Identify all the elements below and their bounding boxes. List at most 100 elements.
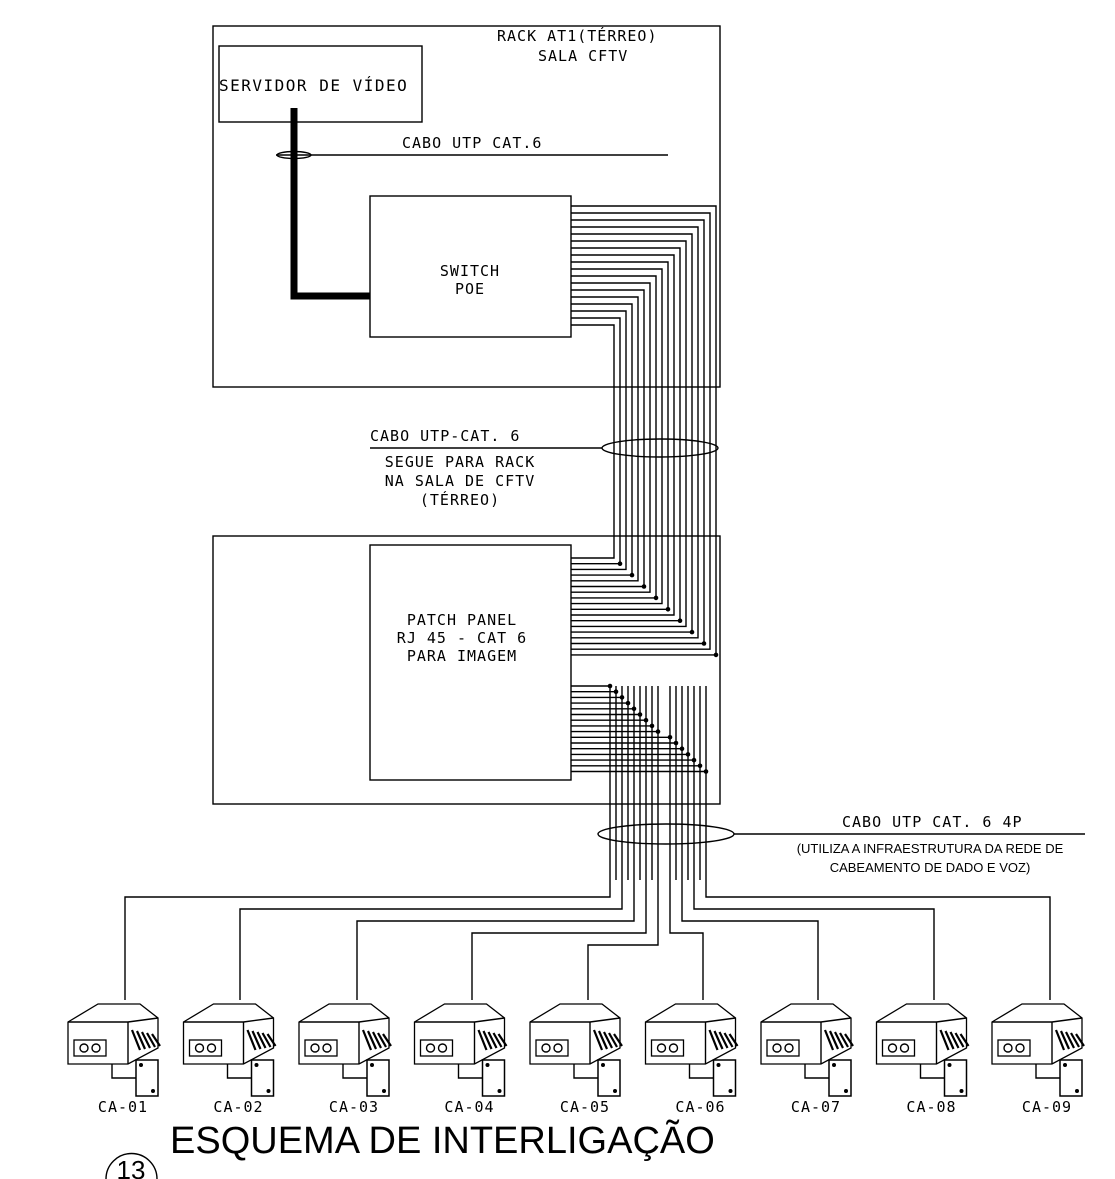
camera-lens-plate [535, 1039, 569, 1057]
camera-lens-plate [304, 1039, 338, 1057]
camera-vent [844, 1033, 854, 1047]
camera-vent [141, 1031, 151, 1049]
switch-patch-wire [571, 289, 645, 588]
camera-lens [437, 1043, 448, 1053]
switch-patch-wire [571, 310, 627, 571]
wire-junction-dot [641, 584, 647, 589]
camera-lens [541, 1043, 551, 1053]
camera-vent [839, 1032, 849, 1048]
camera-label: CA-06 [675, 1098, 725, 1116]
wire-junction-dot [689, 629, 695, 635]
camera-vent [361, 1029, 373, 1051]
patch-panel-line2: RJ 45 - CAT 6 [397, 629, 527, 647]
cable-middle-line3: (TÉRREO) [420, 490, 500, 509]
camera: CA-05 [529, 1003, 623, 1116]
camera-vent [613, 1033, 623, 1047]
camera-vent [954, 1032, 965, 1048]
camera-feed-wire [124, 880, 611, 1000]
camera-bracket [342, 1064, 367, 1079]
camera-lens [310, 1043, 320, 1053]
wire-junction-dot [701, 641, 707, 646]
camera-vent [1075, 1033, 1085, 1047]
camera-mount-screw [716, 1063, 721, 1067]
camera-mount-screw [844, 1089, 848, 1093]
camera-vent [723, 1032, 734, 1048]
camera-vent [597, 1030, 609, 1050]
camera-vent [482, 1030, 493, 1050]
camera-lens [194, 1043, 205, 1053]
camera-vent [603, 1031, 613, 1049]
switch-patch-wire [571, 324, 615, 559]
camera: CA-09 [991, 1003, 1085, 1116]
switch-patch-wire [571, 282, 651, 593]
cable-middle-title: CABO UTP-CAT. 6 [370, 427, 520, 445]
camera-mount-screw [613, 1089, 617, 1093]
cable-bottom-bundle-mark [597, 823, 735, 845]
patch-panel-line1: PATCH PANEL [407, 611, 517, 629]
rack-top-title-line1: RACK AT1(TÉRREO) [497, 26, 658, 45]
camera-feed-wire [705, 880, 1051, 1000]
camera: CA-04 [413, 1003, 508, 1116]
video-server-label: SERVIDOR DE VÍDEO [219, 76, 408, 95]
video-server-box [218, 45, 423, 123]
camera-vent [708, 1029, 719, 1051]
camera-vent [256, 1031, 267, 1049]
cable-bottom-note-line2: CABEAMENTO DE DADO E VOZ) [830, 860, 1031, 875]
camera-lens [887, 1043, 898, 1053]
camera-feed-wire [693, 880, 935, 1000]
camera-bracket [804, 1064, 829, 1079]
camera-mount-plate [366, 1059, 390, 1097]
rack-top: RACK AT1(TÉRREO) SALA CFTV [212, 25, 721, 388]
camera-mount-screw [947, 1063, 952, 1067]
camera-mount-screw [485, 1063, 490, 1067]
camera-mount-screw [266, 1089, 271, 1093]
camera-label: CA-07 [791, 1098, 841, 1116]
camera-vent [834, 1031, 844, 1049]
camera-lens [322, 1043, 332, 1053]
poe-switch-box [369, 195, 572, 338]
camera-vent [366, 1030, 378, 1050]
camera-feed-wire [471, 880, 647, 1000]
camera-lens [784, 1043, 794, 1053]
camera-lens [772, 1043, 782, 1053]
camera-bracket [688, 1064, 714, 1079]
camera-vent [959, 1033, 970, 1047]
camera-bracket [1035, 1064, 1060, 1079]
wire-junction-dot [665, 607, 671, 612]
camera-mount-screw [728, 1089, 733, 1093]
camera-vent [251, 1030, 262, 1050]
camera-vent [382, 1033, 392, 1047]
camera-vent [146, 1032, 156, 1048]
camera: CA-07 [760, 1003, 854, 1116]
camera-vent [151, 1033, 161, 1047]
camera-mount-screw [1075, 1089, 1079, 1093]
camera-mount-screw [370, 1063, 374, 1067]
poe-switch-line2: POE [455, 280, 485, 298]
camera-bracket [226, 1064, 252, 1079]
camera-feed-wire [681, 880, 819, 1000]
switch-patch-wire [571, 254, 675, 616]
wire-junction-dot [677, 618, 683, 623]
camera-mount-screw [254, 1063, 259, 1067]
camera-vent [497, 1033, 508, 1047]
camera-label: CA-04 [444, 1098, 494, 1116]
camera-label: CA-01 [98, 1098, 148, 1116]
camera: CA-01 [67, 1003, 161, 1116]
camera-vent [1059, 1030, 1071, 1050]
cable-top-label: CABO UTP CAT.6 [402, 134, 542, 152]
camera-lens [206, 1043, 217, 1053]
camera-lens-plate [997, 1039, 1031, 1057]
camera-lens-plate [766, 1039, 800, 1057]
camera-mount-screw [497, 1089, 502, 1093]
patch-camera-wiring [124, 683, 1051, 1000]
camera-bracket [919, 1064, 945, 1079]
camera-vent [266, 1033, 277, 1047]
camera-vent [944, 1030, 955, 1050]
camera-vent [1070, 1032, 1080, 1048]
rack-bottom-frame [212, 535, 721, 805]
camera-lens [1003, 1043, 1013, 1053]
switch-patch-wire [571, 226, 699, 639]
cable-middle-line2: NA SALA DE CFTV [385, 472, 535, 490]
camera-vent [135, 1030, 147, 1050]
patch-panel-box [369, 544, 572, 781]
